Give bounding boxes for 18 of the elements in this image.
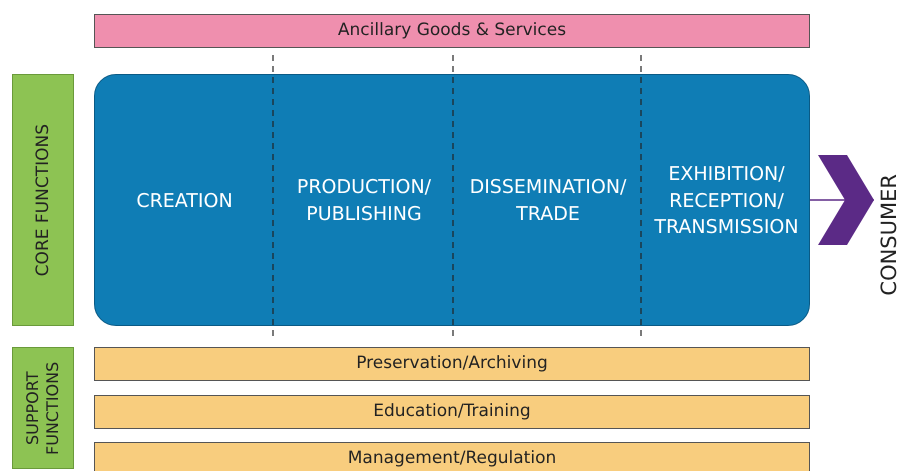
- stage-label: PRODUCTION/ PUBLISHING: [274, 75, 454, 327]
- side-label-box: [12, 347, 74, 469]
- stage-label: CREATION: [95, 75, 274, 327]
- bar-label: Preservation/Archiving: [355, 352, 549, 376]
- category-bar: [94, 14, 810, 48]
- side-label-box: [12, 74, 74, 326]
- vertical-label: CONSUMER: [876, 174, 900, 296]
- vertical-label: CORE FUNCTIONS: [33, 124, 53, 276]
- stage-label: DISSEMINATION/ TRADE: [454, 75, 642, 327]
- stage-label: EXHIBITION/ RECEPTION/ TRANSMISSION: [642, 75, 811, 327]
- bar-label: Ancillary Goods & Services: [336, 19, 568, 42]
- category-bar: [94, 395, 810, 429]
- vertical-label: SUPPORT FUNCTIONS: [23, 360, 63, 457]
- core-functions-panel: [94, 74, 810, 326]
- bar-label: Management/Regulation: [346, 447, 558, 470]
- category-bar: [94, 347, 810, 381]
- category-bar: [94, 442, 810, 471]
- bar-label: Education/Training: [372, 400, 532, 424]
